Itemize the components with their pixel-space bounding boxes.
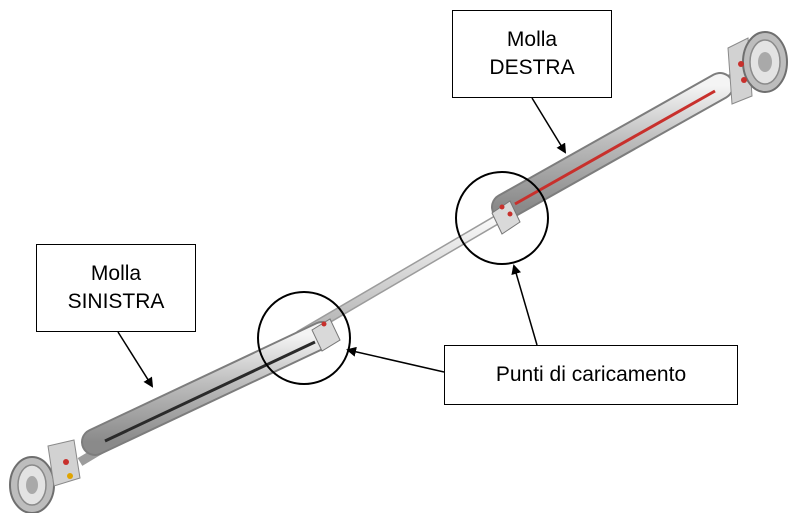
left-spring-label-line2: SINISTRA	[67, 290, 165, 313]
right-spring-red-stripe	[514, 89, 716, 206]
right-loading-collar	[491, 200, 521, 235]
left-spring-label-line1: Molla	[90, 262, 142, 285]
left-spring-black-stripe	[104, 340, 316, 443]
arrow-loading-point-right	[511, 264, 538, 346]
left-spring-tube	[81, 318, 341, 456]
left-end-drum	[9, 439, 81, 513]
arrow-left-spring	[117, 331, 154, 388]
left-spring-label-box: Molla SINISTRA	[36, 244, 196, 332]
left-loading-point-circle	[257, 291, 351, 385]
loading-points-label-box: Punti di caricamento	[444, 345, 738, 405]
right-spring-label-line2: DESTRA	[489, 56, 575, 79]
right-spring-label-box: Molla DESTRA	[452, 10, 612, 98]
arrow-right-spring	[531, 97, 567, 154]
right-spring-label-line1: Molla	[506, 28, 558, 51]
right-spring-tube	[491, 72, 734, 235]
right-loading-point-circle	[455, 171, 549, 265]
loading-points-label: Punti di caricamento	[495, 363, 687, 386]
arrow-loading-point-left	[346, 346, 445, 373]
right-end-drum	[727, 31, 788, 105]
